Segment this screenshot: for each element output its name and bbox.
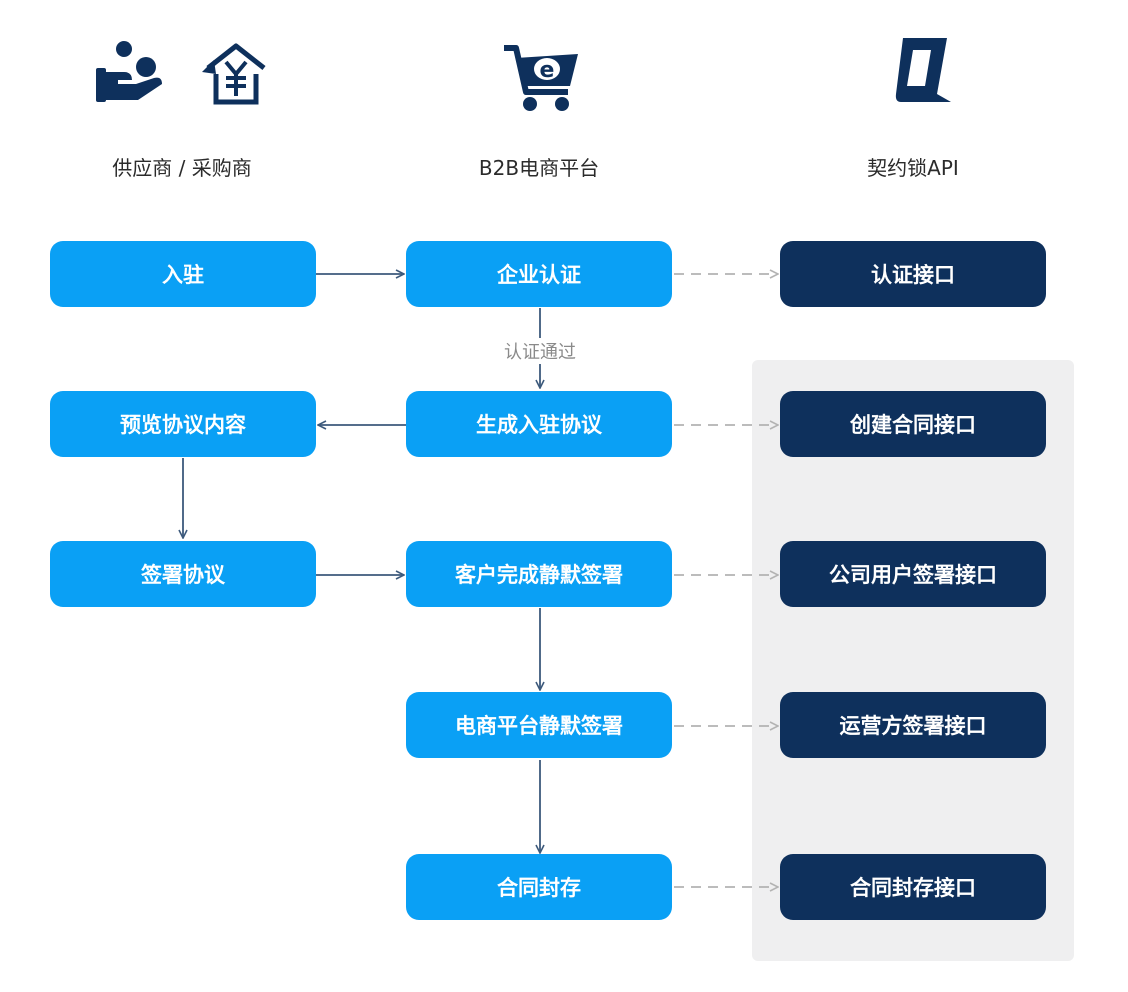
node-enterprise-auth[interactable]: 企业认证 xyxy=(406,241,672,307)
node-generate-agreement[interactable]: 生成入驻协议 xyxy=(406,391,672,457)
node-platform-silent-sign[interactable]: 电商平台静默签署 xyxy=(406,692,672,758)
node-customer-silent-sign[interactable]: 客户完成静默签署 xyxy=(406,541,672,607)
node-api-company-sign[interactable]: 公司用户签署接口 xyxy=(780,541,1046,607)
house-yen-icon xyxy=(202,43,266,105)
column-title-supplier: 供应商 / 采购商 xyxy=(112,156,252,180)
node-api-auth[interactable]: 认证接口 xyxy=(780,241,1046,307)
person-hand-icon xyxy=(96,41,162,102)
node-api-operator-sign[interactable]: 运营方签署接口 xyxy=(780,692,1046,758)
column-title-platform: B2B电商平台 xyxy=(478,156,600,180)
node-api-create-contract[interactable]: 创建合同接口 xyxy=(780,391,1046,457)
node-api-archive[interactable]: 合同封存接口 xyxy=(780,854,1046,920)
node-preview-agreement[interactable]: 预览协议内容 xyxy=(50,391,316,457)
node-contract-archive[interactable]: 合同封存 xyxy=(406,854,672,920)
svg-text:e: e xyxy=(540,58,555,83)
ecommerce-cart-icon: e xyxy=(504,45,578,111)
node-enter[interactable]: 入驻 xyxy=(50,241,316,307)
node-sign-agreement[interactable]: 签署协议 xyxy=(50,541,316,607)
edge-label-auth-passed: 认证通过 xyxy=(470,338,610,364)
column-title-api: 契约锁API xyxy=(867,156,959,180)
qiyuesuo-logo-icon xyxy=(895,38,951,102)
